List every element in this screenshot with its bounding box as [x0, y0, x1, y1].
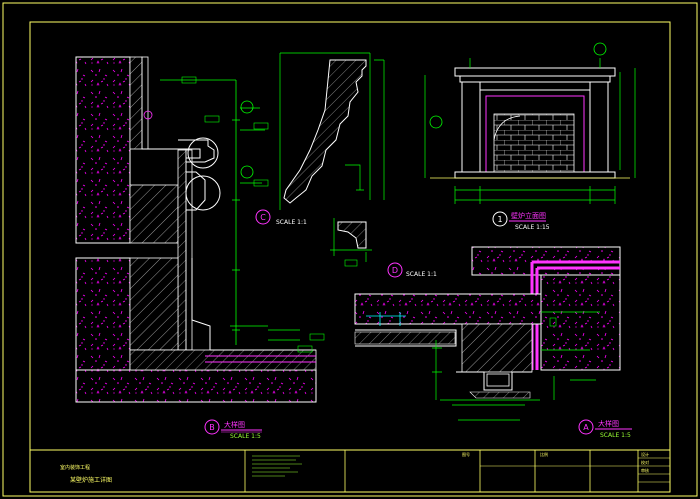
detail-d-drawing [330, 218, 372, 267]
view-title-1 [492, 211, 546, 227]
section-a-drawing [354, 246, 621, 421]
detail-d-scale: SCALE 1:1 [406, 271, 437, 278]
section-a-marker: A [583, 423, 589, 432]
section-b-title: 大样图 [224, 420, 245, 429]
view-title-a [578, 419, 632, 435]
title-block-cell-4: 比例 [540, 451, 548, 457]
detail-d-marker: D [392, 266, 398, 275]
section-b-marker: B [209, 423, 215, 432]
title-block [29, 449, 671, 493]
view-title-d [387, 262, 403, 278]
section-a-title: 大样图 [598, 419, 619, 428]
elevation-1-title: 壁炉立面图 [511, 211, 546, 220]
section-b-drawing [75, 56, 325, 403]
title-block-cell-3: 图号 [462, 451, 470, 457]
detail-c-marker: C [260, 213, 266, 222]
section-a-scale: SCALE 1:5 [600, 432, 631, 439]
elevation-1-drawing [424, 42, 636, 204]
title-block-right-label-0: 设计 [641, 451, 649, 457]
title-block-right-label-1: 校对 [641, 459, 649, 465]
view-title-b [204, 419, 262, 435]
title-block-drawing-title: 某壁炉施工详图 [70, 476, 112, 484]
view-title-c [255, 209, 271, 225]
title-block-project: 室内装饰工程 [60, 464, 90, 471]
elevation-1-marker: 1 [497, 215, 502, 224]
elevation-1-scale: SCALE 1:15 [515, 224, 550, 231]
section-b-scale: SCALE 1:5 [230, 433, 261, 440]
detail-c-drawing [279, 52, 385, 210]
detail-c-scale: SCALE 1:1 [276, 219, 307, 226]
title-block-right-label-2: 审核 [641, 467, 649, 473]
